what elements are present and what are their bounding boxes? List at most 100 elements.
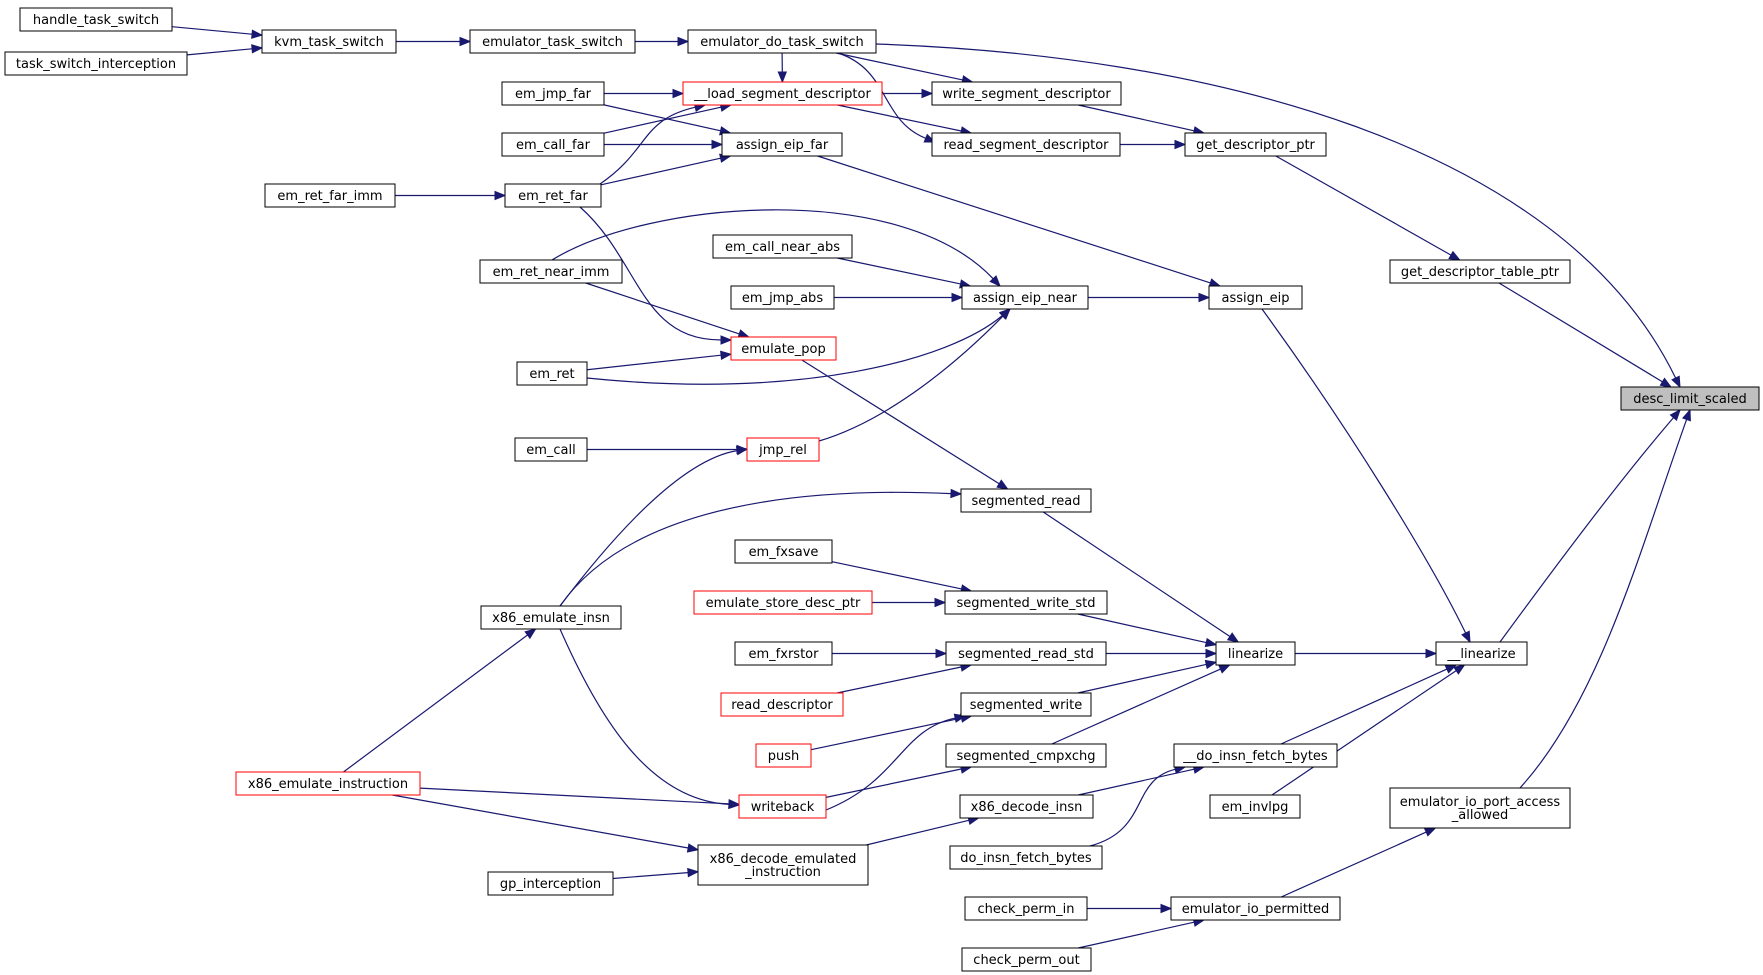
node-x86-decode-emulated-instruction[interactable]: x86_decode_emulated_instruction (697, 844, 869, 886)
edge-x86_decode_insn-to-__do_insn_fetch_bytes (1078, 764, 1206, 796)
edge-get_descriptor_ptr-to-get_descriptor_table_ptr (1275, 155, 1461, 261)
node-segmented-read-std[interactable]: segmented_read_std (945, 641, 1107, 666)
edge-__linearize-to-desc_limit_scaled (1499, 408, 1681, 643)
node-x86-emulate-insn[interactable]: x86_emulate_insn (480, 605, 622, 630)
node-label: em_fxrstor (749, 647, 820, 662)
node-check-perm-in[interactable]: check_perm_in (964, 896, 1088, 921)
node-label: em_invlpg (1222, 800, 1289, 815)
node-linearize[interactable]: linearize (1215, 641, 1296, 666)
node-gp-interception[interactable]: gp_interception (487, 871, 614, 896)
node-get-descriptor-ptr[interactable]: get_descriptor_ptr (1184, 132, 1327, 157)
edge-load_segment_descriptor-to-write_segment_descriptor (882, 88, 934, 99)
edge-x86_emulate_instruction-to-x86_emulate_insn (343, 628, 537, 773)
node-label: jmp_rel (758, 443, 807, 458)
node-emulator-task-switch[interactable]: emulator_task_switch (469, 29, 636, 54)
node-emulate-store-desc-ptr[interactable]: emulate_store_desc_ptr (693, 590, 873, 615)
node-label: em_jmp_far (515, 87, 592, 102)
node-desc-limit-scaled[interactable]: desc_limit_scaled (1620, 386, 1760, 411)
edge-write_segment_descriptor-to-get_descriptor_ptr (1078, 104, 1206, 136)
node-writeback[interactable]: writeback (738, 794, 827, 819)
node-em-ret-far[interactable]: em_ret_far (504, 183, 602, 208)
edge-assign_eip_near-to-assign_eip (1088, 292, 1211, 303)
edge-assign_eip-to-__linearize (1261, 308, 1471, 644)
node-label: segmented_write_std (956, 596, 1095, 611)
edge-segmented_read-to-linearize (1042, 511, 1240, 643)
node-write-segment-descriptor[interactable]: write_segment_descriptor (931, 81, 1122, 106)
node-segmented-read[interactable]: segmented_read (960, 488, 1092, 513)
node-em-invlpg[interactable]: em_invlpg (1209, 794, 1301, 819)
edge-emulator_io_port_access_allowed-to-desc_limit_scaled (1519, 408, 1691, 789)
node-em-call[interactable]: em_call (514, 437, 588, 462)
edge-em_call-to-jmp_rel (587, 444, 749, 455)
node-jmp-rel[interactable]: jmp_rel (746, 437, 820, 462)
node-check-perm-out[interactable]: check_perm_out (961, 947, 1092, 972)
node---linearize[interactable]: __linearize (1435, 641, 1528, 666)
edge-x86_emulate_insn-to-segmented_read (559, 488, 963, 607)
node-em-call-far[interactable]: em_call_far (501, 132, 605, 157)
edge-em_ret_far_imm-to-em_ret_far (395, 190, 507, 201)
node-em-fxrstor[interactable]: em_fxrstor (734, 641, 833, 666)
node-emulator-do-task-switch[interactable]: emulator_do_task_switch (687, 29, 877, 54)
node-label: em_fxsave (749, 545, 819, 560)
node-label: em_ret_far (518, 189, 588, 204)
node-em-ret-far-imm[interactable]: em_ret_far_imm (264, 183, 396, 208)
node-label: x86_emulate_insn (492, 611, 610, 626)
edges-layer (171, 26, 1691, 949)
node-segmented-cmpxchg[interactable]: segmented_cmpxchg (945, 743, 1107, 768)
node-assign-eip[interactable]: assign_eip (1208, 285, 1303, 310)
node-em-jmp-abs[interactable]: em_jmp_abs (730, 285, 835, 310)
node---do-insn-fetch-bytes[interactable]: __do_insn_fetch_bytes (1173, 743, 1338, 768)
node-label: em_call (526, 443, 576, 458)
edge-segmented_write-to-linearize (1077, 659, 1218, 694)
node-label: segmented_cmpxchg (957, 749, 1096, 764)
node-label: emulator_io_permitted (1182, 902, 1330, 917)
edge-read_descriptor-to-segmented_read_std (836, 662, 973, 694)
node-label: segmented_read_std (958, 647, 1094, 662)
node-label: assign_eip (1222, 291, 1290, 306)
node-x86-decode-insn[interactable]: x86_decode_insn (959, 794, 1094, 819)
node-get-descriptor-table-ptr[interactable]: get_descriptor_table_ptr (1389, 259, 1571, 284)
node-emulate-pop[interactable]: emulate_pop (730, 336, 837, 361)
node-x86-emulate-instruction[interactable]: x86_emulate_instruction (235, 771, 421, 796)
node-label: emulator_task_switch (482, 35, 623, 50)
node-em-ret-near-imm[interactable]: em_ret_near_imm (479, 259, 623, 284)
node-segmented-write-std[interactable]: segmented_write_std (944, 590, 1108, 615)
node-load-segment-descriptor[interactable]: __load_segment_descriptor (682, 81, 883, 106)
edge-em_ret-to-emulate_pop (586, 350, 733, 371)
node-label: handle_task_switch (33, 13, 159, 28)
node-label: gp_interception (500, 877, 601, 892)
node-kvm-task-switch[interactable]: kvm_task_switch (261, 29, 397, 54)
node-read-segment-descriptor[interactable]: read_segment_descriptor (931, 132, 1121, 157)
node-label: get_descriptor_table_ptr (1401, 265, 1560, 280)
edge-emulator_io_permitted-to-emulator_io_port_access_allowed (1280, 827, 1437, 898)
node-read-descriptor[interactable]: read_descriptor (720, 692, 844, 717)
node-label: emulator_io_port_access (1400, 795, 1561, 810)
node-label: task_switch_interception (16, 57, 176, 72)
node-label: check_perm_in (978, 902, 1075, 917)
node-do-insn-fetch-bytes[interactable]: do_insn_fetch_bytes (949, 845, 1103, 870)
node-em-fxsave[interactable]: em_fxsave (734, 539, 833, 564)
node-label: read_segment_descriptor (943, 138, 1109, 153)
edge-load_segment_descriptor-to-read_segment_descriptor (837, 104, 973, 136)
node-assign-eip-far[interactable]: assign_eip_far (721, 132, 843, 157)
node-label: em_jmp_abs (742, 291, 823, 306)
node-em-call-near-abs[interactable]: em_call_near_abs (712, 234, 853, 259)
node-emulator-io-port-access-allowed[interactable]: emulator_io_port_access_allowed (1389, 787, 1571, 829)
edge-emulator_do_task_switch-to-write_segment_descriptor (835, 52, 974, 85)
node-label: linearize (1228, 647, 1283, 662)
node-segmented-write[interactable]: segmented_write (960, 692, 1092, 717)
node-em-ret[interactable]: em_ret (516, 361, 588, 386)
node-handle-task-switch[interactable]: handle_task_switch (19, 7, 173, 32)
node-label: write_segment_descriptor (942, 87, 1111, 102)
node-emulator-io-permitted[interactable]: emulator_io_permitted (1170, 896, 1341, 921)
node-push[interactable]: push (755, 743, 812, 768)
node-task-switch-interception[interactable]: task_switch_interception (4, 51, 188, 76)
node-label: assign_eip_far (736, 138, 829, 153)
node-em-jmp-far[interactable]: em_jmp_far (501, 81, 605, 106)
edge-gp_interception-to-x86_decode_emulated_instruction (612, 867, 700, 880)
edge-em_ret_far-to-assign_eip_far (600, 153, 732, 186)
edge-linearize-to-__linearize (1295, 648, 1438, 659)
node-label: do_insn_fetch_bytes (960, 851, 1092, 866)
node-assign-eip-near[interactable]: assign_eip_near (961, 285, 1089, 310)
edge-segmented_write_std-to-linearize (1077, 613, 1218, 648)
